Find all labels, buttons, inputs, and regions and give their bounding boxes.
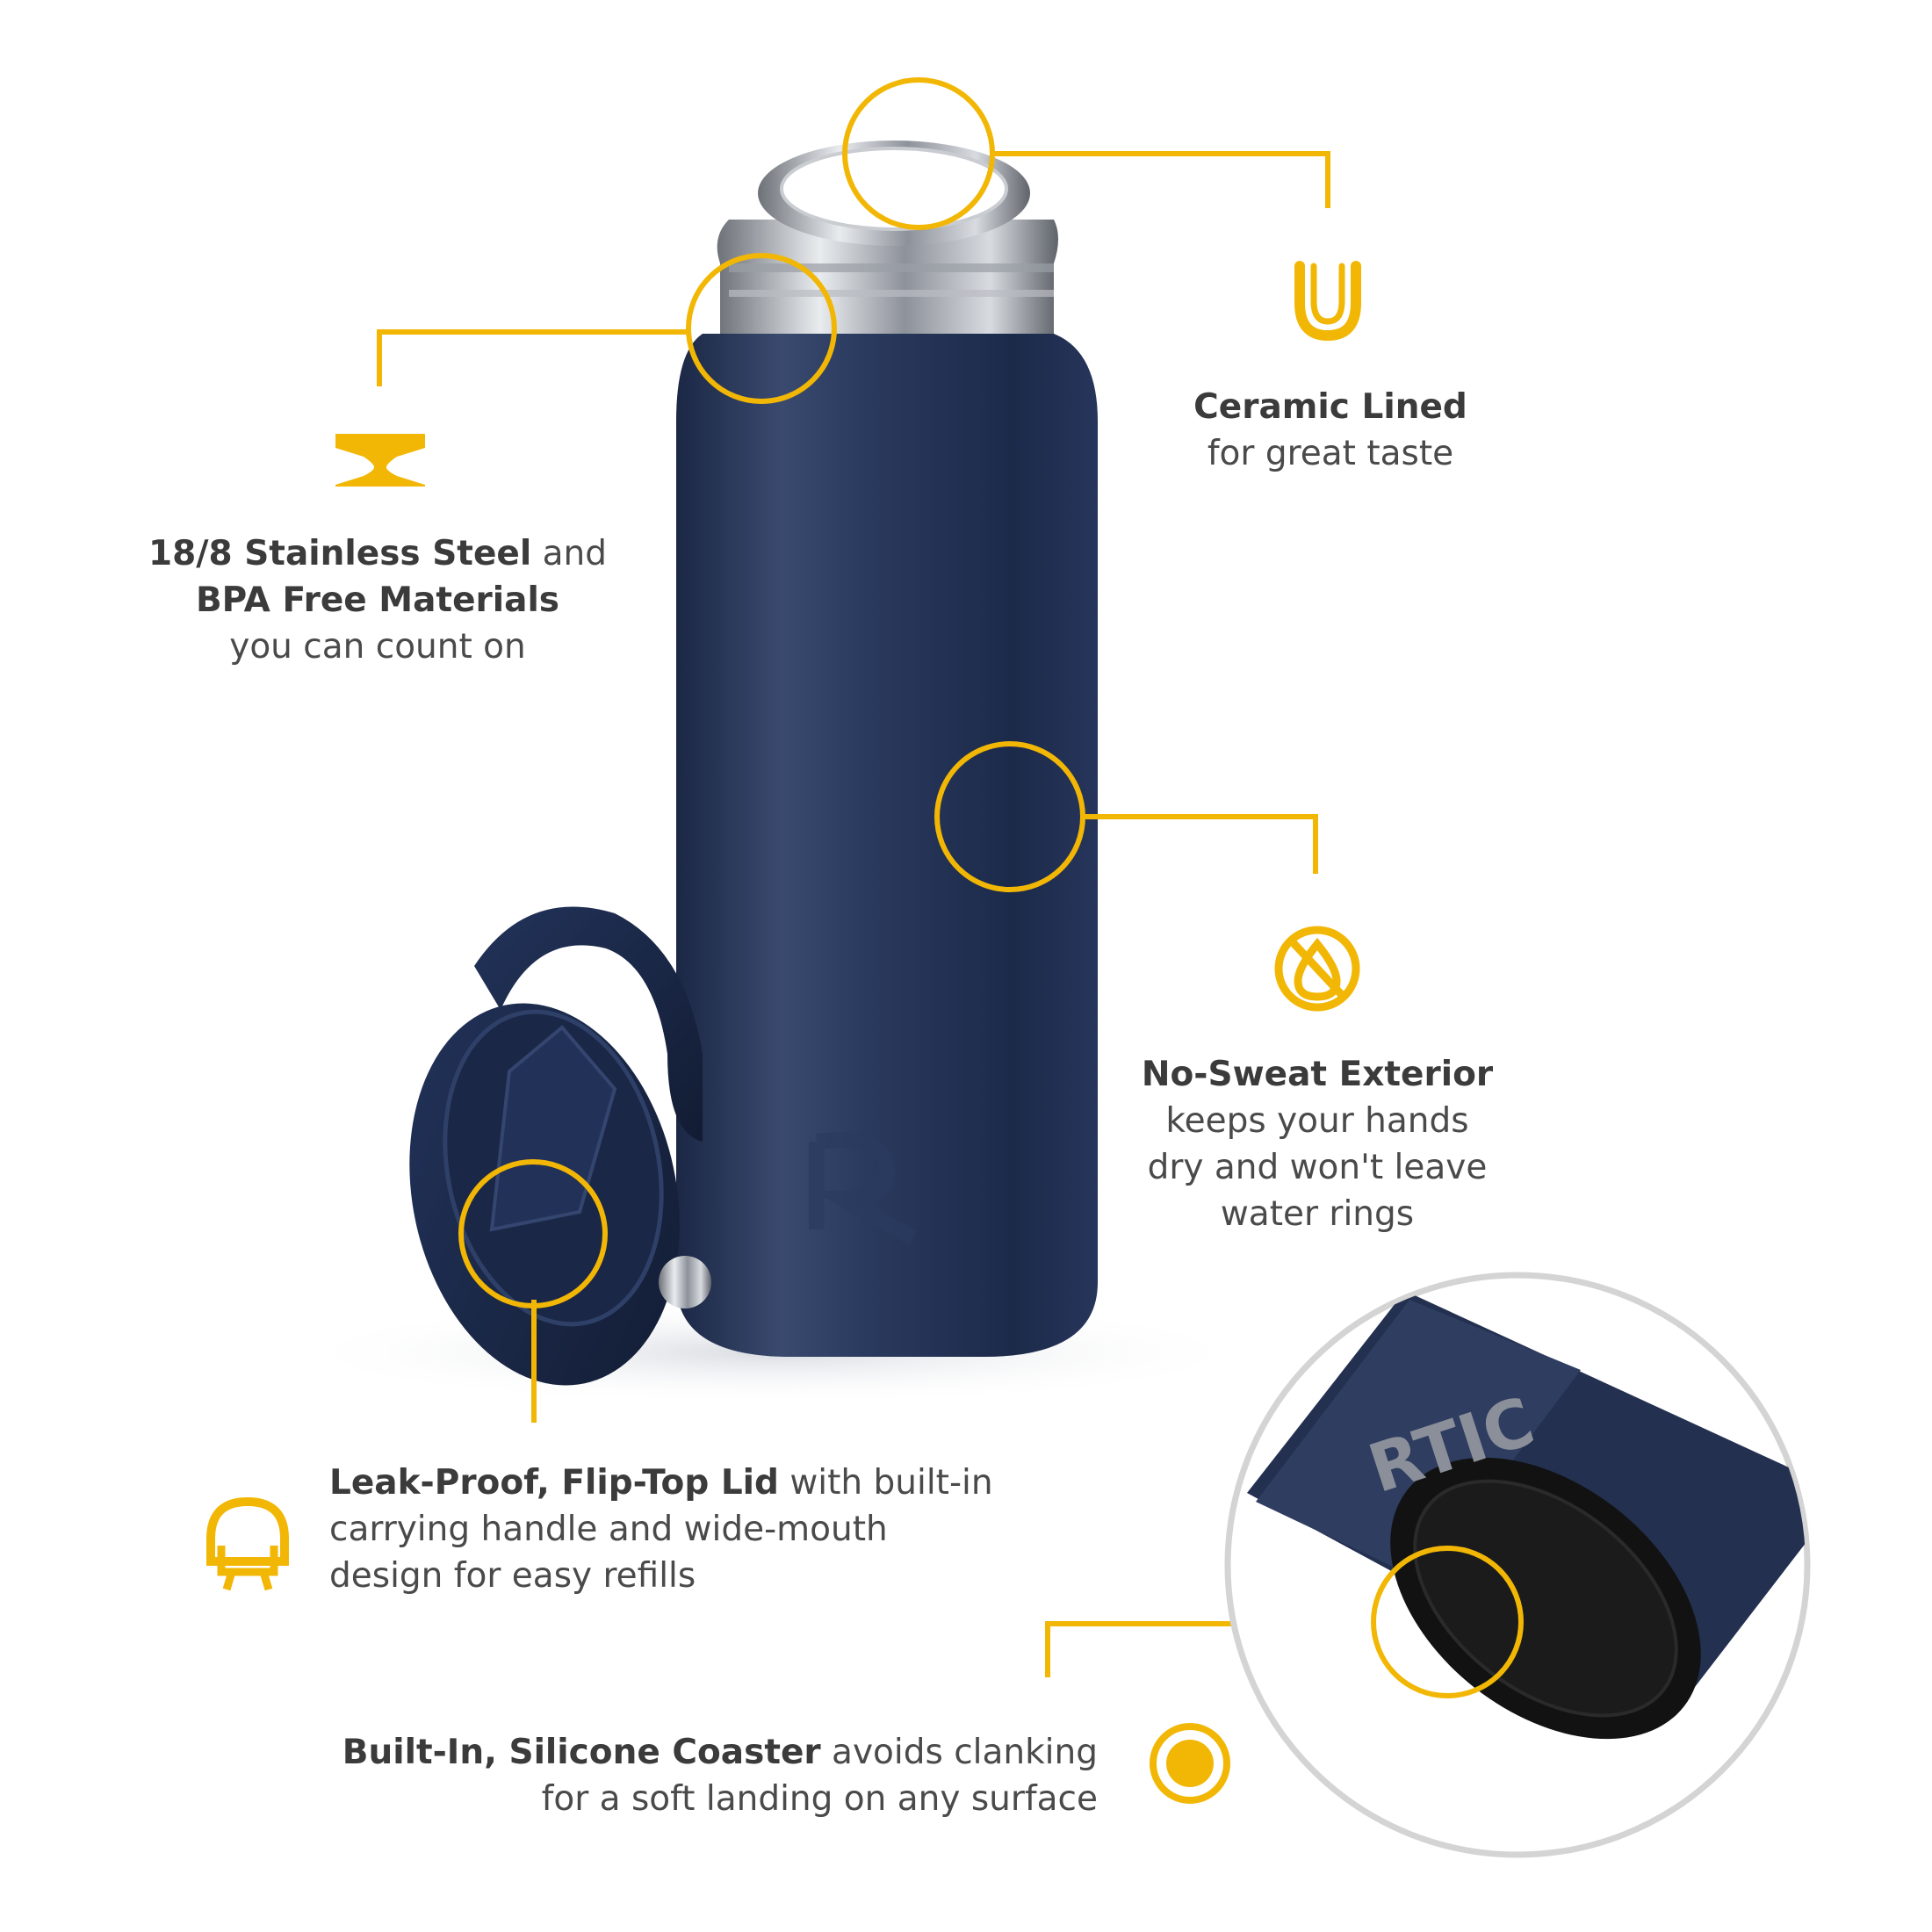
no-drop-icon (1274, 926, 1360, 1012)
steel-title-2: BPA Free Materials (195, 580, 560, 620)
lid-title: Leak-Proof, Flip-Top Lid (329, 1463, 779, 1503)
lid-rest: with built-in (778, 1463, 993, 1503)
ceramic-title: Ceramic Lined (1193, 387, 1467, 427)
lid-icon (206, 1496, 289, 1591)
lid-callout-circle (458, 1159, 608, 1308)
coaster-title: Built-In, Silicone Coaster (342, 1733, 821, 1772)
steel-title-1: 18/8 Stainless Steel (148, 534, 532, 573)
ceramic-sub: for great taste (1207, 434, 1454, 473)
u-liner-icon (1294, 261, 1361, 342)
bottle (676, 141, 1098, 1357)
coaster-zoom-detail: RTIC (1224, 1272, 1811, 1858)
coaster-callout-circle (1371, 1546, 1524, 1698)
coaster-line-2: for a soft landing on any surface (541, 1779, 1098, 1819)
callout-lines (377, 151, 1359, 1677)
anvil-icon (335, 434, 425, 487)
ceramic-callout-circle (842, 77, 995, 230)
sweat-callout-circle (934, 741, 1085, 892)
steel-and: and (531, 534, 608, 573)
sweat-line-2: keeps your hands (1165, 1101, 1469, 1141)
lid-line-2: carrying handle and wide-mouth (329, 1510, 888, 1549)
callout-circles (458, 77, 1085, 1308)
feature-ceramic: Ceramic Lined for great taste (1168, 384, 1493, 477)
feature-steel: 18/8 Stainless Steel and BPA Free Materi… (141, 530, 615, 670)
coaster-icon (1150, 1723, 1230, 1804)
steel-sub: you can count on (229, 627, 526, 667)
coaster-rest: avoids clanking (820, 1733, 1098, 1772)
sweat-title: No-Sweat Exterior (1141, 1055, 1494, 1094)
sweat-line-3: dry and won't leave (1147, 1148, 1488, 1187)
feature-lid: Leak-Proof, Flip-Top Lid with built-in c… (329, 1460, 997, 1599)
steel-callout-circle (686, 253, 837, 404)
feature-sweat: No-Sweat Exterior keeps your hands dry a… (1133, 1051, 1502, 1237)
sweat-line-4: water rings (1220, 1194, 1415, 1234)
flip-top-lid (409, 906, 711, 1386)
feature-coaster: Built-In, Silicone Coaster avoids clanki… (334, 1729, 1098, 1822)
lid-line-3: design for easy refills (329, 1556, 696, 1596)
